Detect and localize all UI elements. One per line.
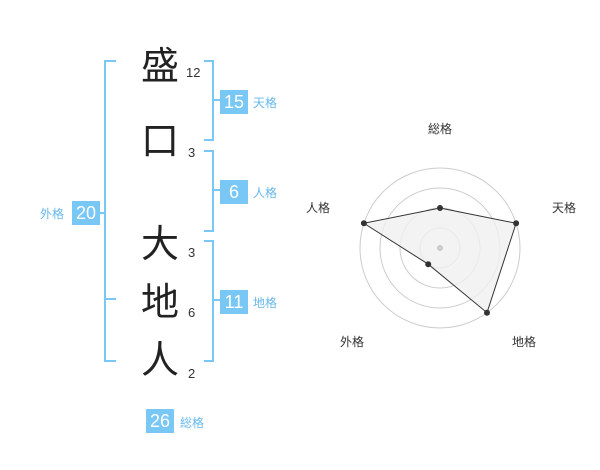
- radar-axis-label-jinkaku: 人格: [305, 201, 330, 215]
- radar-axis-label-tenkaku: 天格: [551, 201, 576, 215]
- jinkaku-bracket-tick: [212, 189, 220, 191]
- radar-point-3: [484, 309, 490, 316]
- jinkaku-bracket: [204, 150, 214, 232]
- radar-ring-4: [359, 167, 521, 329]
- radar-axis-label-gaikaku: 外格: [339, 335, 364, 349]
- stroke-count-1: 12: [186, 65, 201, 80]
- stroke-count-4: 6: [188, 305, 196, 320]
- gaikaku-bracket-connector: [98, 212, 106, 214]
- radar-axis-label-chikaku: 地格: [511, 335, 536, 349]
- name-char-2: 口: [140, 119, 179, 163]
- stroke-count-2: 3: [188, 145, 196, 160]
- gaikaku-label: 外格: [40, 207, 65, 221]
- radar-point-1: [437, 205, 443, 211]
- radar-value-polygon: [362, 207, 517, 314]
- gaikaku-score: 20: [72, 201, 100, 225]
- chikaku-score: 11: [220, 290, 248, 314]
- radar-point-2: [513, 220, 520, 227]
- gaikaku-bracket-mid-tick: [104, 298, 116, 300]
- chikaku-bracket: [204, 240, 214, 362]
- radar-center-dot: [437, 245, 443, 251]
- radar-point-5: [360, 220, 367, 227]
- name-char-3: 大: [140, 222, 179, 266]
- soukaku-score: 26: [146, 409, 174, 433]
- jinkaku-score: 6: [220, 180, 248, 204]
- jinkaku-label: 人格: [253, 186, 278, 200]
- tenkaku-bracket-tick: [212, 99, 220, 101]
- name-char-1: 盛: [140, 44, 179, 88]
- radar-point-4: [425, 261, 432, 268]
- tenkaku-score: 15: [220, 90, 248, 114]
- stroke-count-3: 3: [188, 245, 196, 260]
- stroke-count-5: 2: [188, 366, 196, 381]
- chikaku-label: 地格: [253, 296, 278, 310]
- chikaku-bracket-tick: [212, 299, 220, 301]
- name-char-5: 人: [140, 338, 179, 382]
- gaikaku-bracket: [104, 60, 116, 362]
- tenkaku-label: 天格: [253, 96, 278, 110]
- soukaku-label: 総格: [180, 416, 205, 430]
- radar-axis-label-soukaku: 総格: [427, 122, 452, 136]
- name-char-4: 地: [140, 280, 179, 324]
